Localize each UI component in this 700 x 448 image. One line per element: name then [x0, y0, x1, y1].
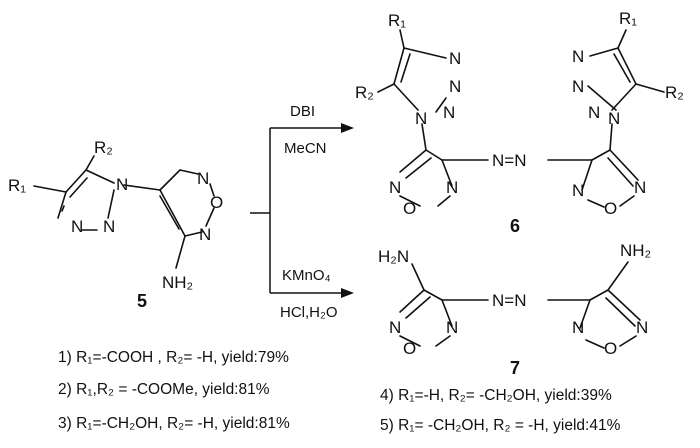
condition-note-5: 5) R₁= -CH₂OH, R₂ = -H, yield:41%	[380, 417, 621, 434]
condition-note-3: 3) R₁=-CH₂OH, R₂= -H, yield:81%	[58, 415, 290, 432]
compound-6-structure	[377, 29, 665, 208]
atom-n: N	[446, 178, 458, 197]
solvent-mecn: MeCN	[284, 140, 327, 157]
atom-r2: R₂	[665, 83, 684, 102]
atom-r1: R₁	[8, 176, 26, 195]
atom-amine: NH₂	[162, 273, 193, 292]
compound-number-5: 5	[137, 291, 147, 311]
atom-o: O	[210, 193, 223, 212]
atom-r2: R₂	[355, 83, 374, 102]
atom-n: N	[446, 318, 458, 337]
compound-5-structure	[33, 155, 215, 269]
condition-note-4: 4) R₁=-H, R₂= -CH₂OH, yield:39%	[380, 387, 612, 404]
atom-n: N	[449, 49, 461, 68]
azo-linkage: N=N	[492, 291, 526, 310]
compound-number-6: 6	[510, 216, 520, 236]
condition-note-1: 1) R₁=-COOH , R₂= -H, yield:79%	[58, 349, 289, 366]
compound-number-7: 7	[510, 358, 520, 378]
atom-n: N	[197, 169, 209, 188]
condition-note-2: 2) R₁,R₂ = -COOMe, yield:81%	[58, 381, 270, 398]
atom-n: N	[116, 175, 128, 194]
atom-n: N	[608, 109, 620, 128]
reaction-arrows	[250, 123, 354, 298]
atom-n: N	[71, 217, 83, 236]
atom-n: N	[636, 318, 648, 337]
atom-n: N	[572, 181, 584, 200]
atom-n: N	[389, 178, 401, 197]
atom-n: N	[572, 77, 584, 96]
atom-o: O	[403, 339, 416, 358]
atom-r1: R₁	[388, 11, 406, 30]
atom-r2: R₂	[94, 138, 113, 157]
atom-amine: NH₂	[620, 241, 651, 260]
atom-r1: R₁	[619, 9, 637, 28]
compound-7-structure	[399, 261, 641, 349]
atom-n: N	[443, 103, 455, 122]
azo-linkage: N=N	[492, 151, 526, 170]
atom-n: N	[449, 77, 461, 96]
atom-n: N	[588, 103, 600, 122]
atom-o: O	[604, 339, 617, 358]
reagent-dbi: DBI	[290, 103, 315, 120]
atom-n: N	[634, 178, 646, 197]
atom-n: N	[389, 318, 401, 337]
atom-n: N	[572, 318, 584, 337]
atom-o: O	[403, 199, 416, 218]
atom-n: N	[415, 109, 427, 128]
atom-n: N	[103, 217, 115, 236]
atom-n: N	[572, 47, 584, 66]
reagent-kmno4: KMnO₄	[282, 267, 331, 284]
conditions-hcl-h2o: HCl,H₂O	[280, 304, 338, 321]
atom-n: N	[199, 225, 211, 244]
atom-amine: H₂N	[378, 247, 409, 266]
atom-o: O	[604, 199, 617, 218]
